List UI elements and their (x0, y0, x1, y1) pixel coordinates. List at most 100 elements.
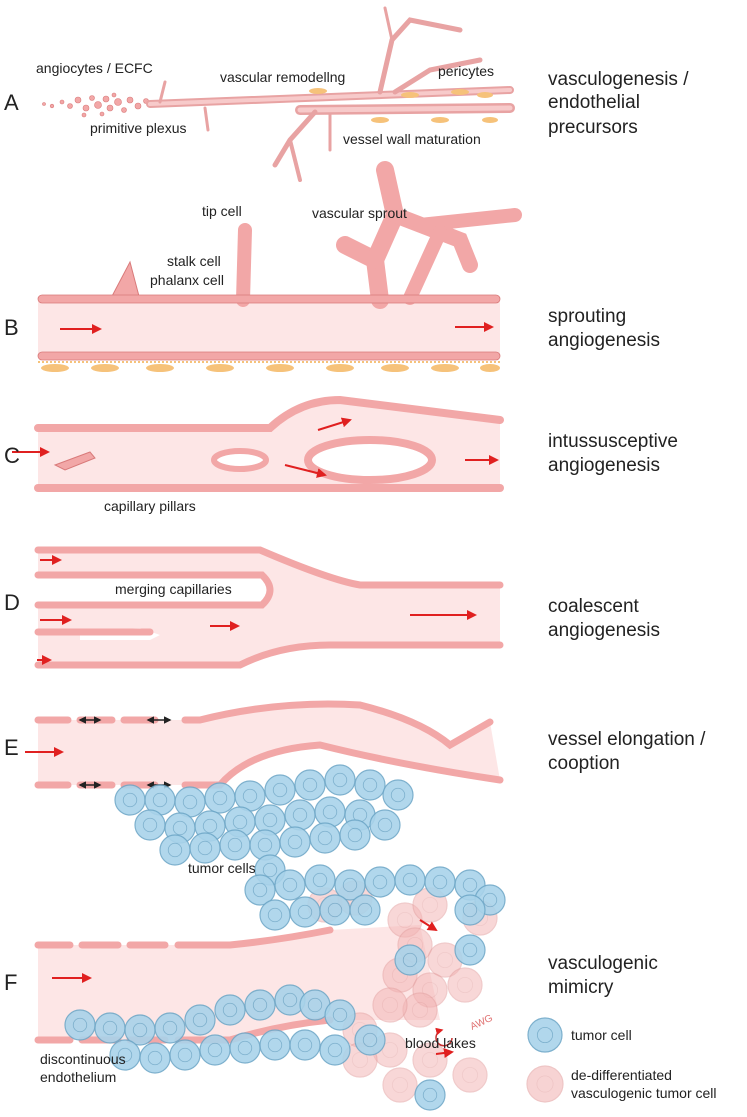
legend-mimicry-label-line-1: de-differentiated (571, 1067, 672, 1083)
tumor-cell (264, 774, 296, 806)
tumor-cell (219, 829, 251, 861)
tumor-cell (527, 1017, 563, 1053)
legend (526, 1017, 564, 1103)
endothelial-lining (37, 294, 501, 361)
panel-f (34, 864, 506, 1111)
panel-title-b-line-2: angiogenesis (548, 330, 660, 351)
mimicry-cell (412, 1042, 448, 1078)
tumor-cell-icon (527, 1017, 563, 1053)
tumor-cell (199, 1034, 231, 1066)
tumor-cell (414, 1079, 446, 1111)
mimicry-cell (452, 1057, 488, 1093)
circulation-icon (435, 1027, 453, 1047)
tumor-cell (134, 809, 166, 841)
tumor-cell-cluster (64, 864, 506, 1111)
tumor-cell (309, 822, 341, 854)
tumor-cell (304, 864, 336, 896)
panel-c (12, 395, 504, 492)
tumor-cell (94, 1012, 126, 1044)
vessel-lumen (38, 299, 500, 357)
tumor-cell (154, 1012, 186, 1044)
phalanx-cell (109, 260, 141, 301)
tumor-cell (424, 866, 456, 898)
tumor-cell (244, 989, 276, 1021)
tumor-cell (339, 819, 371, 851)
capillary-pillar (304, 436, 436, 484)
flow-arrow (284, 464, 327, 478)
panel-letter-c: C (4, 443, 20, 468)
label-tumor-cells: tumor cells (188, 860, 256, 876)
tumor-cell (259, 899, 291, 931)
tumor-cell-cluster (114, 764, 414, 886)
panel-letter-d: D (4, 590, 20, 615)
tumor-cell (114, 784, 146, 816)
pericytes (309, 88, 498, 123)
panel-title-d-line-2: angiogenesis (548, 620, 660, 641)
panel-title-b-line-1: sprouting (548, 306, 626, 327)
tumor-cell (64, 1009, 96, 1041)
label-merging-capillaries: merging capillaries (115, 581, 232, 597)
mimicry-cell-icon (526, 1065, 564, 1103)
panel-letter-b: B (4, 315, 19, 340)
sprout-branches (236, 161, 522, 309)
legend-tumor-cell-label: tumor cell (571, 1027, 632, 1043)
tumor-cell (204, 782, 236, 814)
label-endothelium: endothelium (40, 1069, 116, 1085)
flow-arrow (317, 417, 352, 431)
primitive-plexus-vessels (146, 6, 515, 182)
panel-title-a-line-2: endothelial (548, 92, 640, 113)
panel-title-a-line-1: vasculogenesis / (548, 69, 689, 90)
tumor-cell (244, 874, 276, 906)
discontinuous-endothelium (34, 926, 334, 1044)
panel-letter-a: A (4, 90, 19, 115)
mimicry-cell (402, 992, 438, 1028)
tumor-cell (299, 989, 331, 1021)
label-blood-lakes: blood lakes (405, 1035, 476, 1051)
panel-title-f-line-2: mimicry (548, 977, 614, 998)
tumor-cell (319, 1034, 351, 1066)
label-vessel-wall-maturation: vessel wall maturation (343, 131, 481, 147)
panel-title-c-line-1: intussusceptive (548, 431, 678, 452)
pillar-cells (53, 451, 96, 471)
mimicry-cell (447, 967, 483, 1003)
mimicry-cell (427, 942, 463, 978)
label-vascular-sprout: vascular sprout (312, 205, 407, 221)
tumor-cell (382, 779, 414, 811)
tumor-cell (454, 934, 486, 966)
tumor-cell (324, 999, 356, 1031)
label-angiocytes: angiocytes / ECFC (36, 60, 153, 76)
tumor-cell (349, 894, 381, 926)
tumor-cell (279, 826, 311, 858)
tumor-cell (249, 829, 281, 861)
panel-letter-e: E (4, 735, 19, 760)
tumor-cell (284, 799, 316, 831)
label-pericytes: pericytes (438, 63, 494, 79)
tumor-cell (354, 1024, 386, 1056)
tumor-cell (369, 809, 401, 841)
label-stalk-cell: stalk cell (167, 253, 221, 269)
label-tip-cell: tip cell (202, 203, 242, 219)
panel-letter-f: F (4, 970, 17, 995)
panel-title-d-line-1: coalescent (548, 596, 640, 617)
tumor-cell (394, 864, 426, 896)
mimicry-cell (526, 1065, 564, 1103)
tumor-cell (124, 1014, 156, 1046)
tumor-cell (324, 764, 356, 796)
label-phalanx-cell: phalanx cell (150, 272, 224, 288)
label-discontinuous: discontinuous (40, 1051, 126, 1067)
tumor-cell (169, 1039, 201, 1071)
tumor-cell (289, 1029, 321, 1061)
legend-mimicry-label-line-2: vasculogenic tumor cell (571, 1085, 717, 1101)
tumor-cell (454, 894, 486, 926)
panel-title-a-line-3: precursors (548, 117, 638, 138)
flow-arrow (419, 919, 438, 932)
tumor-cell (139, 1042, 171, 1074)
tumor-cell (189, 832, 221, 864)
tumor-cell (314, 796, 346, 828)
panel-title-c-line-2: angiogenesis (548, 455, 660, 476)
tumor-cell (229, 1032, 261, 1064)
tumor-cell (259, 1029, 291, 1061)
tumor-cell (364, 866, 396, 898)
label-awg: AWG (469, 1013, 495, 1033)
